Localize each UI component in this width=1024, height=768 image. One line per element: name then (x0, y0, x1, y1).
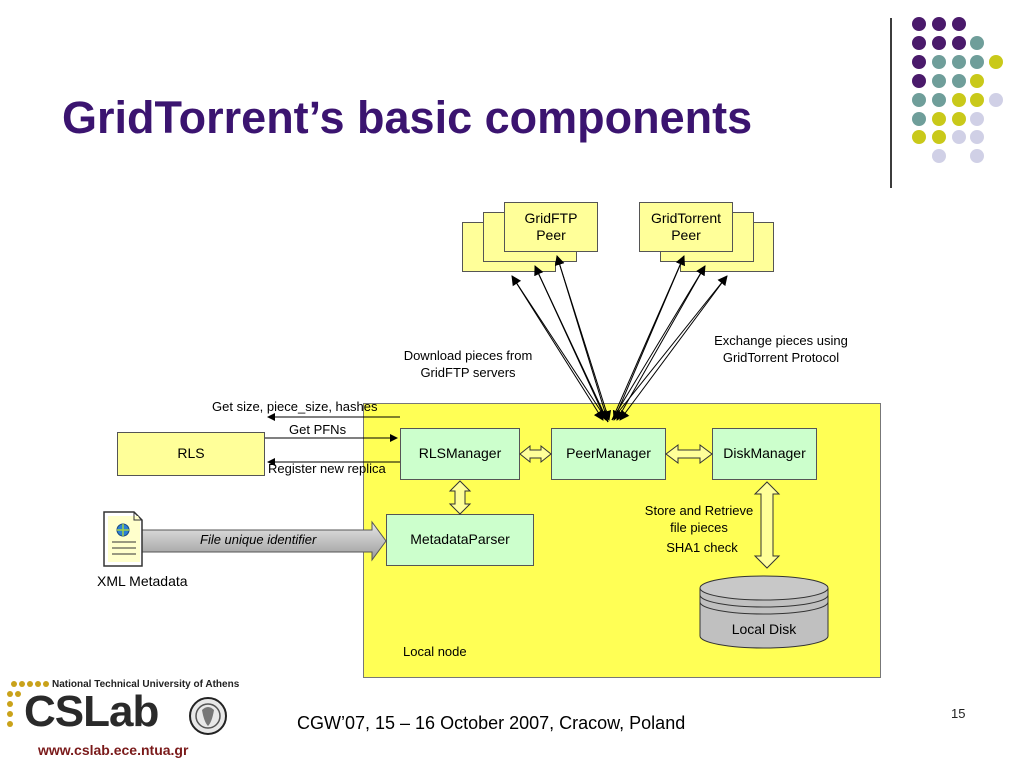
decorative-dot (912, 112, 926, 126)
exchange-arrows (611, 255, 728, 421)
peer-manager-box: PeerManager (551, 428, 666, 480)
local-disk-cylinder (699, 575, 829, 649)
rls-arrows (265, 413, 400, 466)
decorative-dot (970, 36, 984, 50)
decorative-dot (952, 74, 966, 88)
file-identifier-arrow (141, 520, 387, 562)
slide-title: GridTorrent’s basic components (62, 92, 753, 143)
get-size-label: Get size, piece_size, hashes (212, 399, 378, 414)
exchange-label: Exchange pieces using GridTorrent Protoc… (714, 333, 848, 365)
university-name: National Technical University of Athens (52, 679, 240, 690)
local-disk-label: Local Disk (731, 621, 797, 637)
sha1-label: SHA1 check (666, 540, 738, 555)
cslab-logo-graphic (7, 681, 227, 735)
decorative-dot (989, 93, 1003, 107)
decorative-dot (970, 55, 984, 69)
decorative-dot (952, 55, 966, 69)
decorative-dot (912, 74, 926, 88)
page-number: 15 (951, 706, 966, 721)
local-node-label: Local node (403, 644, 467, 659)
file-identifier-label: File unique identifier (200, 532, 317, 547)
decorative-dot (952, 130, 966, 144)
xml-document-icon (103, 511, 143, 567)
download-label: Download pieces from GridFTP servers (403, 348, 533, 380)
disk-manager-box: DiskManager (712, 428, 817, 480)
double-arrows (448, 444, 781, 569)
decorative-dot (912, 17, 926, 31)
decorative-dot (932, 112, 946, 126)
decorative-dot (952, 112, 966, 126)
decorative-dot (952, 36, 966, 50)
metadata-parser-box: MetadataParser (386, 514, 534, 566)
decorative-dot (970, 74, 984, 88)
decorative-dot (932, 55, 946, 69)
decorative-dot (932, 130, 946, 144)
decorative-dot (932, 74, 946, 88)
decorative-dot (912, 93, 926, 107)
xml-metadata-label: XML Metadata (97, 573, 188, 589)
decorative-dot (952, 17, 966, 31)
decorative-dot (932, 93, 946, 107)
decorative-dot (932, 36, 946, 50)
store-retrieve-label: Store and Retrieve file pieces (644, 503, 754, 535)
decorative-dot (970, 149, 984, 163)
decorative-dot (970, 112, 984, 126)
download-arrows (511, 255, 612, 423)
decorative-dot (912, 130, 926, 144)
divider-line (890, 18, 892, 188)
footer-text: CGW’07, 15 – 16 October 2007, Cracow, Po… (297, 713, 686, 733)
decorative-dot (989, 55, 1003, 69)
register-replica-label: Register new replica (268, 461, 386, 476)
decorative-dot (970, 130, 984, 144)
decorative-dot (970, 93, 984, 107)
decorative-dot (932, 17, 946, 31)
decorative-dot-grid (0, 0, 1024, 170)
gridftp-peer: GridFTP Peer (504, 202, 598, 252)
rls-box: RLS (117, 432, 265, 476)
cslab-logo-text: CSLab (24, 687, 159, 736)
cslab-url: www.cslab.ece.ntua.gr (38, 742, 189, 758)
get-pfns-label: Get PFNs (289, 422, 347, 437)
decorative-dot (912, 36, 926, 50)
decorative-dot (932, 149, 946, 163)
decorative-dot (952, 93, 966, 107)
decorative-dot (912, 55, 926, 69)
gridtorrent-peer: GridTorrent Peer (639, 202, 733, 252)
